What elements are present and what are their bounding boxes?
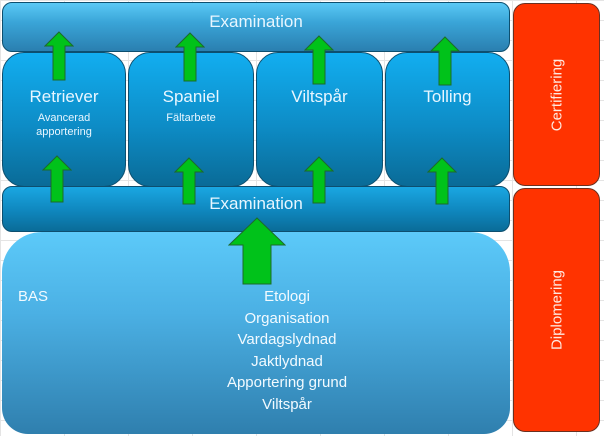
up-arrow-icon <box>304 35 334 85</box>
base-label: BAS <box>18 288 49 305</box>
up-arrow-icon <box>304 156 334 204</box>
breed-box-retriever: Retriever Avancerad apportering <box>2 52 126 187</box>
breed-title: Tolling <box>423 87 472 106</box>
up-arrow-icon <box>175 32 205 82</box>
large-up-arrow-icon <box>228 217 286 285</box>
middle-examination-label: Examination <box>209 194 303 213</box>
base-topic: Apportering grund <box>226 374 348 391</box>
base-topic: Vardagslydnad <box>237 331 337 348</box>
certification-label: Certifiering <box>548 58 565 131</box>
breed-title: Retriever <box>29 87 99 106</box>
diploma-bar: Diplomering <box>513 188 600 432</box>
base-topic: Jaktlydnad <box>251 352 323 370</box>
certification-bar: Certifiering <box>513 3 600 186</box>
up-arrow-icon <box>427 157 457 205</box>
base-topic: Etologi <box>264 288 310 305</box>
breed-subtitle-line: apportering <box>36 126 92 138</box>
base-topic: Viltspår <box>262 395 312 413</box>
breed-subtitle-line: Avancerad <box>37 112 91 124</box>
breed-title: Viltspår <box>291 87 348 106</box>
up-arrow-icon <box>42 155 72 203</box>
up-arrow-icon <box>44 31 74 81</box>
top-examination-label: Examination <box>209 12 303 31</box>
base-topic-list: Etologi Organisation Vardagslydnad Jaktl… <box>152 286 422 415</box>
up-arrow-icon <box>174 157 204 205</box>
top-examination-bar: Examination <box>2 2 510 52</box>
up-arrow-icon <box>430 36 460 86</box>
breed-subtitle: Fältarbete <box>166 112 216 124</box>
diploma-label: Diplomering <box>548 269 565 351</box>
base-topic: Organisation <box>244 309 330 327</box>
breed-subtitle: Avancerad apportering <box>3 111 125 139</box>
breed-title: Spaniel <box>162 87 220 106</box>
